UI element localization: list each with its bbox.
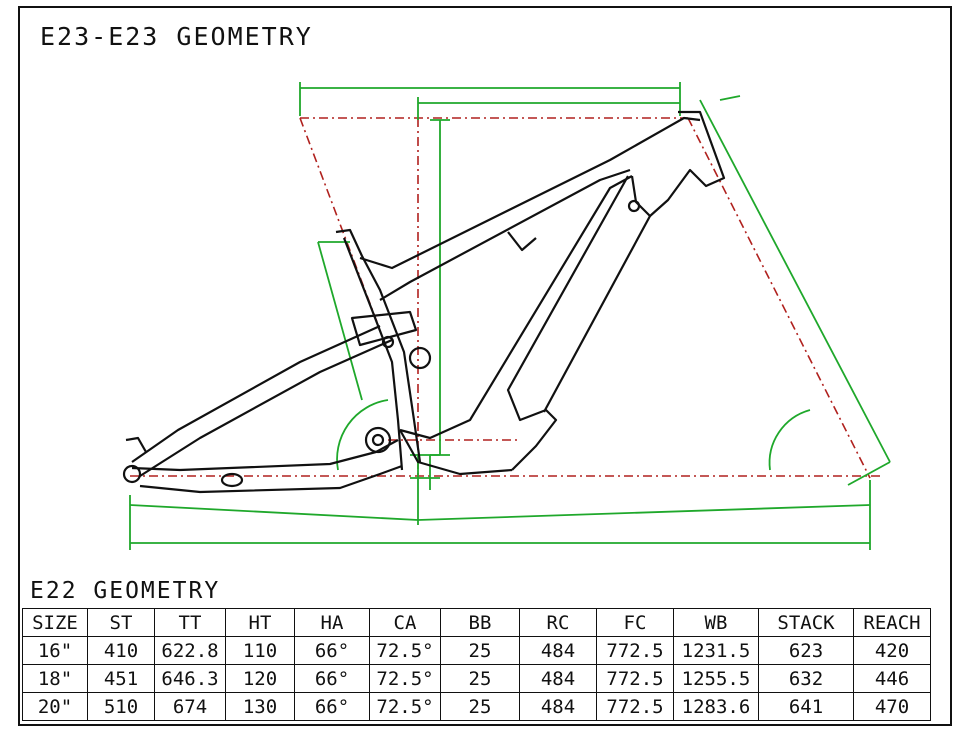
seat-tube-dimension	[317, 241, 363, 401]
table-cell: 410	[87, 636, 155, 665]
column-header: WB	[673, 608, 759, 637]
frame-drawing	[122, 82, 891, 550]
pivot-upper	[408, 346, 432, 370]
bike-frame-outline	[122, 110, 726, 494]
table-cell: 641	[758, 692, 854, 721]
column-header: ST	[87, 608, 155, 637]
column-header: RC	[519, 608, 597, 637]
table-cell: 25	[440, 692, 520, 721]
motor-mount	[399, 429, 513, 476]
column-header: HT	[225, 608, 295, 637]
chainstay-dimension	[129, 504, 419, 521]
table-cell: 110	[225, 636, 295, 665]
fork-construction-line	[687, 117, 871, 479]
column-header: TT	[154, 608, 226, 637]
table-cell: 451	[87, 664, 155, 693]
table-cell: 646.3	[154, 664, 226, 693]
next-section-edge	[22, 724, 242, 734]
seat-angle-arc	[336, 399, 389, 471]
table-cell: 18"	[22, 664, 88, 693]
table-cell: 510	[87, 692, 155, 721]
dimension-lines	[129, 82, 891, 550]
table-cell: 66°	[294, 692, 370, 721]
table-cell: 1283.6	[673, 692, 759, 721]
drawing-border	[18, 6, 952, 726]
column-header: REACH	[853, 608, 931, 637]
table-cell: 72.5°	[369, 664, 441, 693]
table-cell: 772.5	[596, 692, 674, 721]
table-row: 16" 410 622.8 110 66° 72.5° 25 484 772.5…	[22, 636, 931, 665]
bottom-bracket	[364, 426, 392, 454]
table-cell: 674	[154, 692, 226, 721]
table-cell: 420	[853, 636, 931, 665]
table-cell: 622.8	[154, 636, 226, 665]
seat-stay	[131, 324, 381, 463]
table-cell: 772.5	[596, 636, 674, 665]
head-tube	[630, 110, 726, 218]
table-header-row: SIZE ST TT HT HA CA BB RC FC WB STACK RE…	[22, 608, 931, 637]
table-cell: 484	[519, 664, 597, 693]
table-cell: 25	[440, 636, 520, 665]
column-header: HA	[294, 608, 370, 637]
table-cell: 470	[853, 692, 931, 721]
table-cell: 484	[519, 692, 597, 721]
table-cell: 446	[853, 664, 931, 693]
table-cell: 16"	[22, 636, 88, 665]
table-cell: 66°	[294, 664, 370, 693]
column-header: FC	[596, 608, 674, 637]
table-row: 20" 510 674 130 66° 72.5° 25 484 772.5 1…	[22, 692, 931, 721]
table-title: E22 GEOMETRY	[30, 578, 221, 604]
column-header: CA	[369, 608, 441, 637]
table-cell: 1231.5	[673, 636, 759, 665]
column-header: STACK	[758, 608, 854, 637]
construction-lines	[130, 117, 880, 479]
table-cell: 632	[758, 664, 854, 693]
seat-tube	[335, 228, 422, 463]
rear-axle	[122, 464, 142, 484]
drawing-title: E23-E23 GEOMETRY	[40, 22, 313, 51]
table-cell: 1255.5	[673, 664, 759, 693]
fork-length-dimension	[699, 99, 891, 463]
geometry-table: SIZE ST TT HT HA CA BB RC FC WB STACK RE…	[22, 608, 931, 721]
table-cell: 66°	[294, 636, 370, 665]
column-header: BB	[440, 608, 520, 637]
table-cell: 772.5	[596, 664, 674, 693]
table-cell: 120	[225, 664, 295, 693]
table-cell: 72.5°	[369, 636, 441, 665]
front-center-dimension	[417, 504, 871, 521]
table-cell: 130	[225, 692, 295, 721]
chain-stay	[131, 439, 399, 472]
table-cell: 25	[440, 664, 520, 693]
head-angle-arc	[768, 409, 811, 471]
table-cell: 72.5°	[369, 692, 441, 721]
top-tube	[359, 116, 701, 270]
table-cell: 623	[758, 636, 854, 665]
table-cell: 20"	[22, 692, 88, 721]
table-cell: 484	[519, 636, 597, 665]
column-header: SIZE	[22, 608, 88, 637]
table-row: 18" 451 646.3 120 66° 72.5° 25 484 772.5…	[22, 664, 931, 693]
